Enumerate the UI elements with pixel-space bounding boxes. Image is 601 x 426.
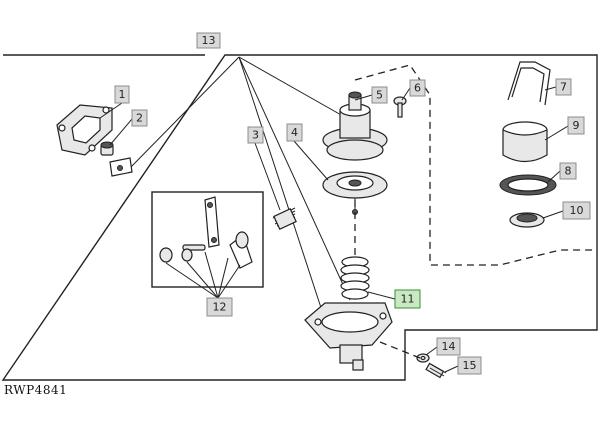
callout-10: 10: [562, 201, 591, 220]
callout-9: 9: [567, 116, 585, 135]
svg-text:2: 2: [136, 112, 143, 125]
svg-text:1: 1: [119, 88, 126, 101]
svg-text:15: 15: [463, 359, 477, 372]
screen-ring-part: [499, 174, 557, 196]
diagram-frame: [1, 54, 598, 381]
callout-11: 11: [394, 289, 421, 309]
svg-text:13: 13: [202, 34, 216, 47]
bolt-axis: [379, 341, 421, 359]
bolt-part: [425, 362, 447, 379]
callout-8: 8: [559, 162, 577, 180]
callout-13: 13: [196, 32, 221, 49]
gasket-part: [56, 104, 113, 156]
callout-15: 15: [457, 356, 482, 375]
screw-part: [393, 96, 407, 118]
cover-assembly: [322, 91, 388, 161]
pump-body: [304, 302, 393, 371]
wire-clamp-part: [507, 61, 551, 106]
callout-4: 4: [286, 123, 303, 142]
callout-2: 2: [131, 109, 148, 127]
callout-7: 7: [555, 78, 572, 96]
svg-text:6: 6: [414, 82, 421, 95]
filter-bowl-part: [502, 121, 548, 163]
svg-text:14: 14: [442, 340, 456, 353]
fitting-part: [100, 141, 114, 156]
callout-6: 6: [409, 79, 426, 97]
bracket-part: [109, 157, 133, 177]
lever-linkage-parts: [159, 196, 253, 269]
detail-inset-box: [151, 191, 264, 288]
diaphragm-spring-part: [340, 256, 370, 300]
callout-12-leads: [165, 251, 241, 299]
washer-part: [416, 353, 430, 363]
svg-text:9: 9: [573, 119, 580, 132]
callout-1: 1: [114, 85, 130, 104]
svg-text:7: 7: [560, 81, 567, 94]
callout-12: 12: [206, 297, 233, 317]
svg-text:12: 12: [213, 301, 227, 314]
callout-leads: [99, 86, 569, 373]
callout-3: 3: [247, 126, 264, 144]
callout-14: 14: [436, 337, 461, 356]
figure-reference-id: RWP4841: [4, 383, 68, 397]
svg-text:5: 5: [376, 89, 383, 102]
diaphragm-part: [322, 171, 388, 215]
callout-5: 5: [371, 86, 388, 104]
svg-text:8: 8: [565, 165, 572, 178]
callout-13-leads: [127, 56, 351, 321]
svg-text:10: 10: [570, 204, 584, 217]
svg-text:3: 3: [252, 129, 259, 142]
cap-part: [509, 212, 545, 228]
svg-text:11: 11: [401, 293, 415, 306]
svg-text:4: 4: [291, 126, 298, 139]
spring-part: [272, 207, 297, 230]
